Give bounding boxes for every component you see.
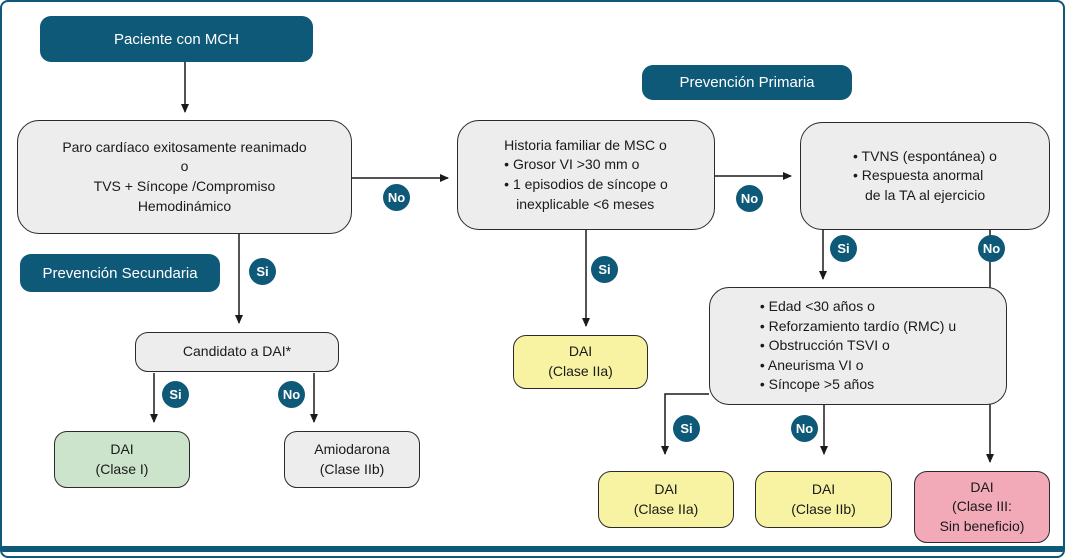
node-text-block: Historia familiar de MSC o • Grosor VI >…	[504, 136, 668, 214]
patient-title-label: Paciente con MCH	[113, 30, 240, 48]
badge-no-history-tvns: No	[736, 185, 763, 212]
node-line: DAI	[970, 478, 994, 495]
node-line: (Clase IIb)	[319, 460, 385, 477]
node-dai-class-iii: DAI (Clase III: Sin beneficio)	[914, 471, 1050, 543]
node-line: • Respuesta anormal	[853, 167, 984, 184]
node-line: • Reforzamiento tardío (RMC) u	[759, 317, 957, 334]
badge-yes-arrest-candidate: Si	[249, 258, 276, 285]
node-line: (Clase III:	[952, 498, 1012, 515]
node-line: Candidato a DAI*	[182, 343, 292, 360]
node-line: • Obstrucción TSVI o	[759, 337, 890, 354]
node-amiodarone: Amiodarona (Clase IIb)	[284, 431, 420, 488]
node-line: • 1 episodios de síncope o	[504, 176, 668, 192]
badge-yes-candidate-dai-i: Si	[162, 381, 189, 408]
node-line: Sin beneficio)	[939, 517, 1025, 534]
node-line: • Edad <30 años o	[759, 298, 875, 315]
node-line: Hemodinámico	[137, 197, 232, 214]
node-cardiac-arrest: Paro cardíaco exitosamente reanimado o T…	[17, 120, 352, 234]
node-dai-class-iia: DAI (Clase IIa)	[598, 471, 734, 528]
node-line: (Clase IIa)	[548, 363, 613, 379]
badge-yes-history-dai-iia: Si	[591, 256, 618, 283]
node-line: (Clase IIa)	[633, 500, 699, 517]
node-line: de la TA al ejercicio	[865, 186, 986, 203]
node-line: (Clase IIb)	[791, 500, 856, 517]
node-line: • Aneurisma VI o	[759, 356, 864, 373]
node-line: • Síncope >5 años	[759, 376, 875, 393]
badge-no-risk-dai-iib: No	[791, 415, 818, 442]
node-family-history: Historia familiar de MSC o • Grosor VI >…	[457, 120, 715, 230]
node-tvns: • TVNS (espontánea) o • Respuesta anorma…	[800, 122, 1050, 230]
node-line: • Grosor VI >30 mm o	[504, 156, 640, 173]
node-line: • TVNS (espontánea) o	[853, 147, 997, 164]
node-line: DAI	[110, 440, 134, 457]
node-dai-class-iia-mid: DAI (Clase IIa)	[513, 335, 648, 389]
node-line: DAI	[568, 343, 593, 360]
primary-prevention-label: Prevención Primaria	[679, 74, 815, 91]
patient-title-box: Paciente con MCH	[40, 16, 313, 62]
node-line: inexplicable <6 meses	[516, 195, 655, 212]
secondary-prevention-label: Prevención Secundaria	[42, 264, 198, 282]
node-line: DAI	[811, 480, 836, 497]
node-risk-modifiers: • Edad <30 años o • Reforzamiento tardío…	[709, 287, 1007, 405]
node-dai-class-iib: DAI (Clase IIb)	[755, 471, 892, 528]
node-text-block: • Edad <30 años o • Reforzamiento tardío…	[760, 297, 956, 395]
node-text-block: • TVNS (espontánea) o • Respuesta anorma…	[853, 147, 997, 206]
badge-no-arrest-history: No	[383, 184, 410, 211]
node-line: DAI	[654, 480, 678, 497]
node-line: o	[180, 158, 189, 175]
badge-no-tvns-dai-iii: No	[978, 235, 1005, 262]
node-line: Amiodarona	[314, 440, 390, 457]
primary-prevention-label-box: Prevención Primaria	[642, 65, 852, 100]
badge-no-candidate-amiodarone: No	[278, 381, 305, 408]
badge-yes-tvns-risk: Si	[830, 235, 857, 262]
node-line: Paro cardíaco exitosamente reanimado	[62, 138, 307, 155]
node-dai-class-i: DAI (Clase I)	[54, 431, 190, 488]
node-line: TVS + Síncope /Compromiso	[93, 178, 276, 194]
secondary-prevention-label-box: Prevención Secundaria	[20, 254, 220, 292]
badge-yes-risk-dai-iia: Si	[673, 415, 700, 442]
node-line: Historia familiar de MSC o	[504, 136, 667, 153]
node-line: (Clase I)	[95, 460, 149, 477]
node-dai-candidate: Candidato a DAI*	[135, 332, 339, 372]
bottom-accent-bar	[2, 546, 1063, 552]
